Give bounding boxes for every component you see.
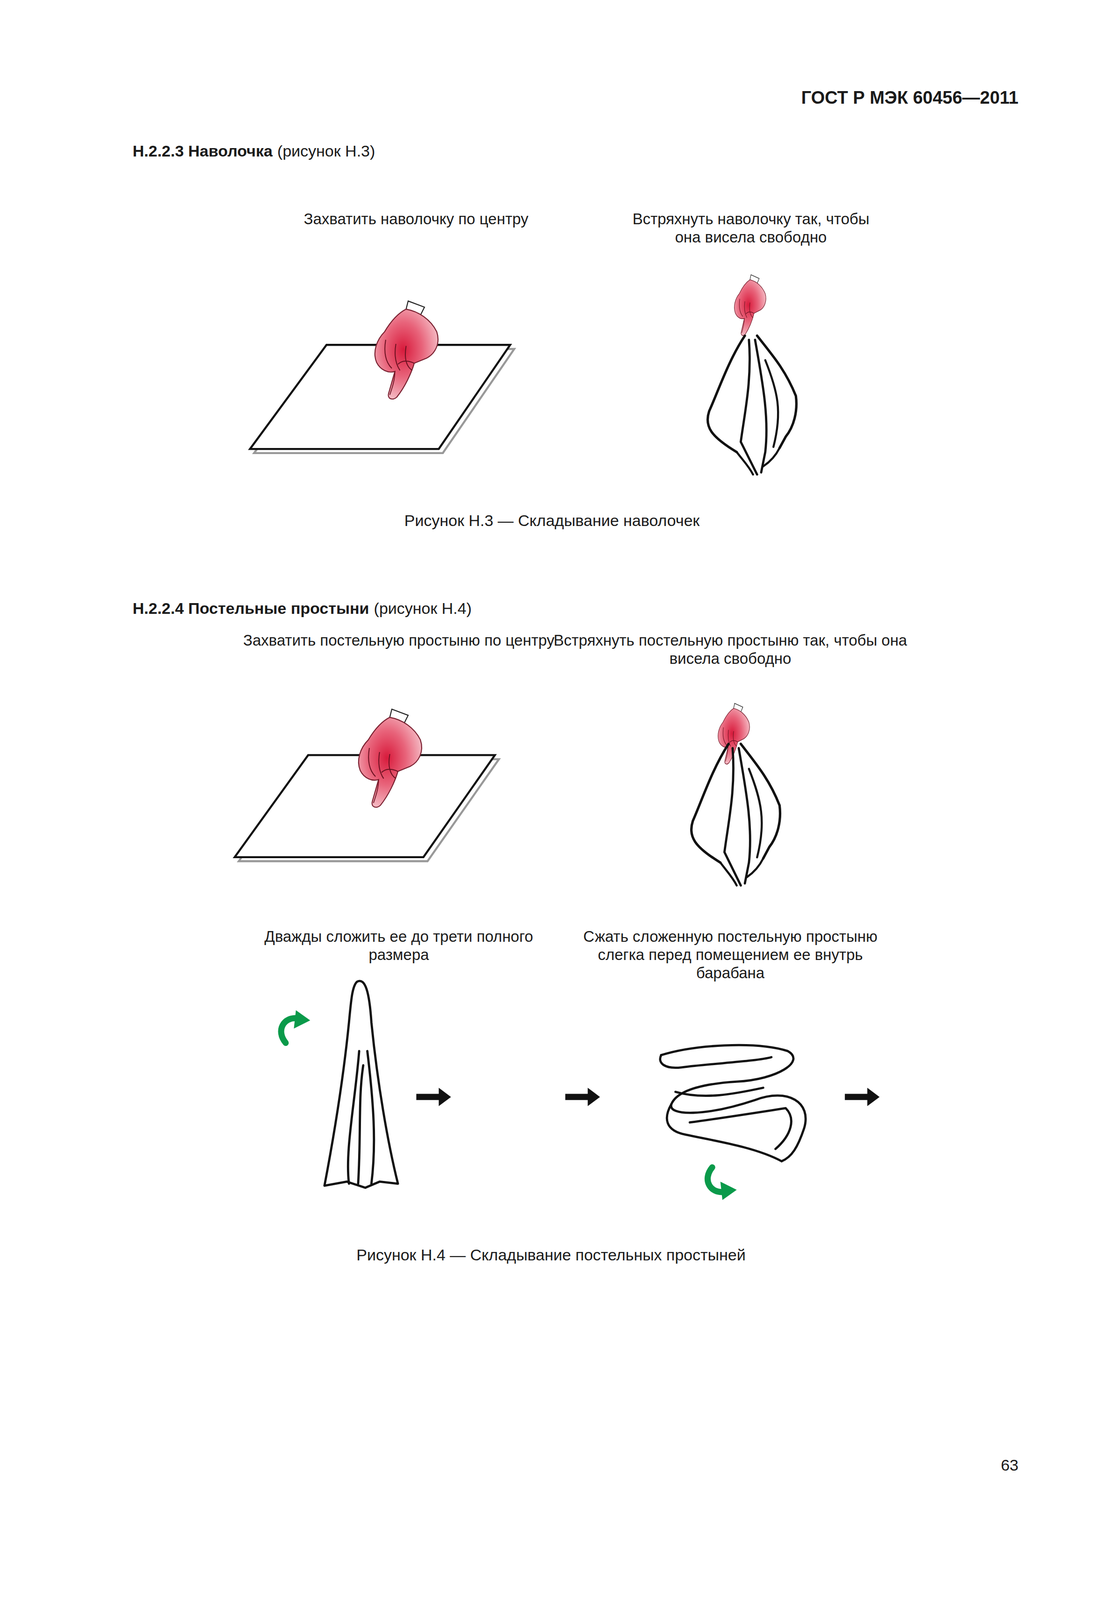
step-instruction: Дважды сложить ее до трети полного разме…	[258, 927, 539, 964]
grasping-hand	[374, 300, 439, 399]
folded-bed-sheet	[324, 980, 398, 1188]
page-header: ГОСТ Р МЭК 60456—2011	[801, 87, 1019, 109]
figure-caption: Рисунок Н.3 — Складывание наволочек	[404, 510, 700, 530]
section-heading: Н.2.2.3 Наволочка	[132, 141, 273, 161]
step-arrow	[565, 1087, 600, 1106]
figure-reference: (рисунок Н.4)	[374, 598, 472, 618]
figure-reference: (рисунок Н.3)	[277, 141, 375, 161]
compressed-bed-sheet	[660, 1044, 807, 1161]
step-instruction: Захватить постельную простыню по центру	[240, 631, 558, 650]
rotate-arrow	[281, 1009, 311, 1043]
hanging-pillowcase	[707, 335, 797, 475]
step-instruction: Захватить наволочку по центру	[304, 210, 529, 229]
hanging-bed-sheet	[691, 743, 780, 885]
step-arrow	[416, 1087, 451, 1106]
page-number: 63	[1000, 1455, 1019, 1474]
step-arrow	[844, 1087, 880, 1106]
step-instruction: Встряхнуть наволочку так, чтобы она висе…	[624, 210, 877, 247]
step-instruction: Встряхнуть постельную простыню так, чтоб…	[552, 631, 908, 668]
section-heading: Н.2.2.4 Постельные простыни	[132, 598, 369, 618]
step-instruction: Сжать сложенную постельную простыню слег…	[580, 927, 880, 983]
grasping-hand	[358, 708, 422, 807]
holding-hand	[734, 274, 767, 336]
figure-caption: Рисунок Н.4 — Складывание постельных про…	[356, 1244, 746, 1264]
rotate-arrow	[707, 1166, 737, 1200]
